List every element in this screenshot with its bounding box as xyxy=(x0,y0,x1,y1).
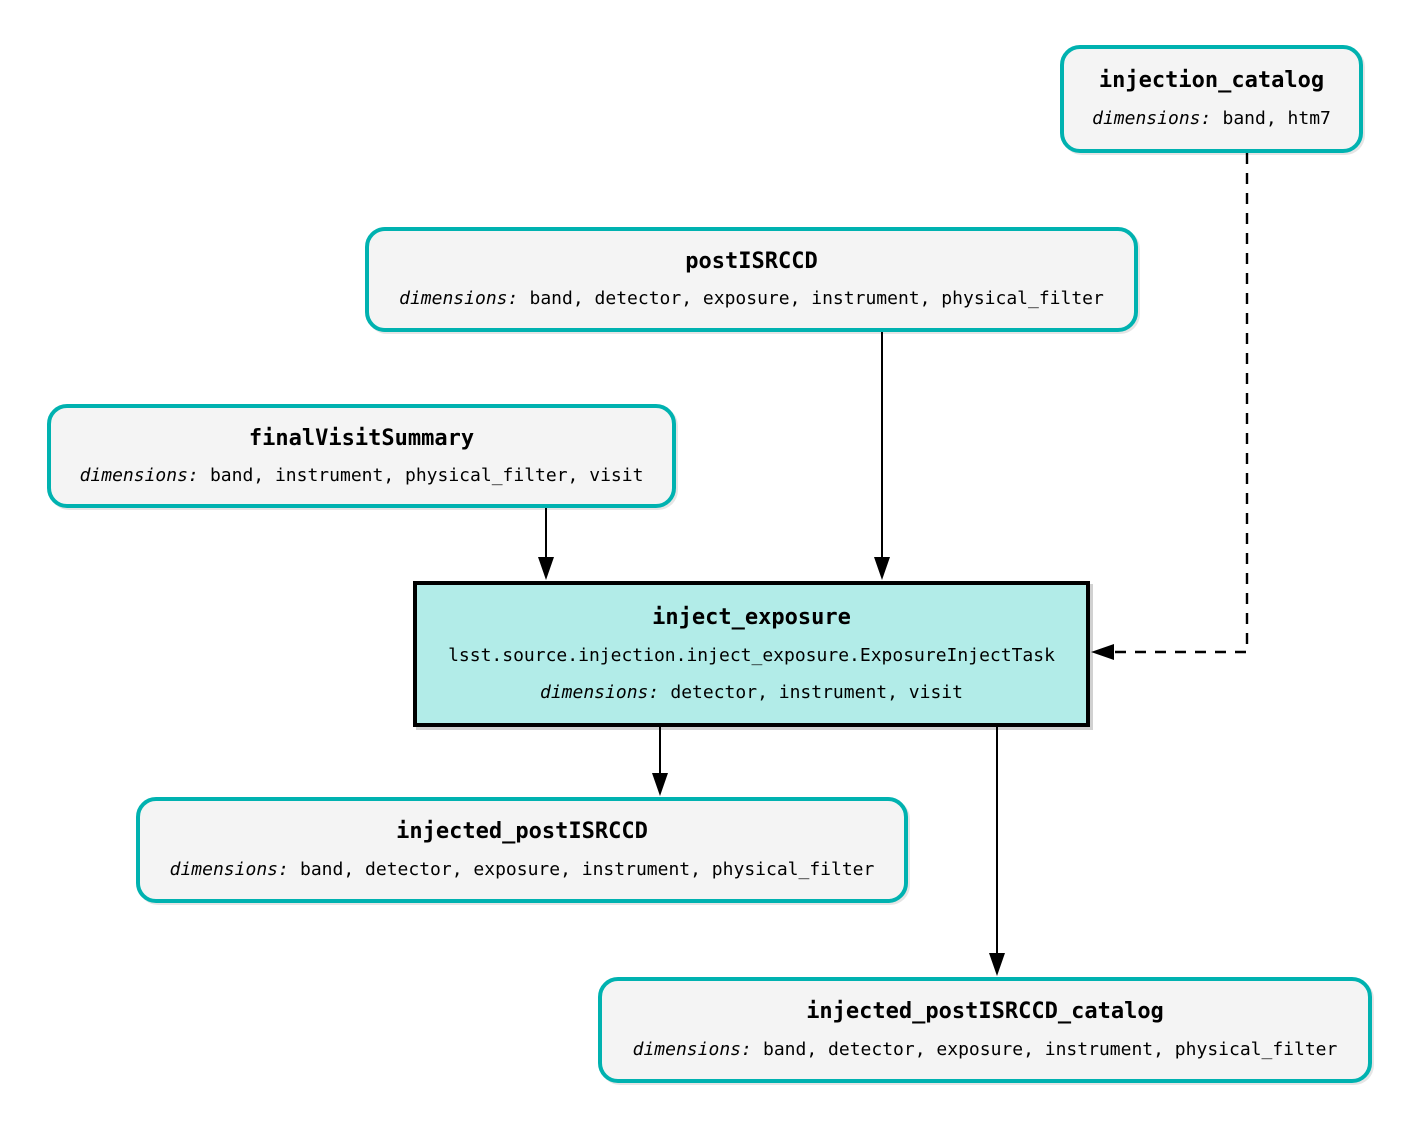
arrowhead-left-icon xyxy=(1091,644,1114,660)
node-finalvisitsummary: finalVisitSummary dimensions: band, instr… xyxy=(47,404,676,508)
node-dimensions: dimensions: band, htm7 xyxy=(1092,109,1331,129)
node-title: injection_catalog xyxy=(1098,68,1325,93)
node-title: postISRCCD xyxy=(685,249,818,274)
node-injection-catalog: injection_catalog dimensions: band, htm7 xyxy=(1060,45,1363,153)
task-class-path: lsst.source.injection.inject_exposure.Ex… xyxy=(448,645,1055,667)
edge-postisrccd-to-inject-exposure xyxy=(874,332,890,580)
dimensions-label: dimensions: xyxy=(540,681,660,703)
node-title: injected_postISRCCD_catalog xyxy=(806,999,1164,1025)
node-dimensions: dimensions: band, detector, exposure, ins… xyxy=(632,1038,1338,1060)
dimensions-label: dimensions: xyxy=(169,858,289,880)
arrowhead-down-icon xyxy=(874,557,890,580)
dimensions-label: dimensions: xyxy=(1092,108,1212,130)
node-dimensions: dimensions: band, instrument, physical_fi… xyxy=(79,464,644,486)
edge-inject-exposure-to-injected-postisrccd-catalog xyxy=(989,727,1005,976)
node-dimensions: dimensions: band, detector, exposure, ins… xyxy=(399,289,1104,309)
node-inject-exposure-task: inject_exposure lsst.source.injection.in… xyxy=(413,581,1090,727)
edge-line xyxy=(1114,153,1249,654)
dimensions-value: band, instrument, physical_filter, visit xyxy=(209,464,644,486)
dimensions-label: dimensions: xyxy=(632,1038,752,1060)
arrowhead-down-icon xyxy=(989,953,1005,976)
node-dimensions: dimensions: band, detector, exposure, ins… xyxy=(169,858,875,880)
node-title: inject_exposure xyxy=(652,604,851,630)
dimensions-value: band, detector, exposure, instrument, ph… xyxy=(300,858,875,880)
node-title: finalVisitSummary xyxy=(248,425,475,451)
edge-finalvisitsummary-to-inject-exposure xyxy=(538,508,554,580)
arrowhead-down-icon xyxy=(538,557,554,580)
arrowhead-down-icon xyxy=(652,773,668,796)
dimensions-value: band, detector, exposure, instrument, ph… xyxy=(763,1038,1338,1060)
node-injected-postisrccd-catalog: injected_postISRCCD_catalog dimensions: b… xyxy=(598,977,1372,1083)
node-title: injected_postISRCCD xyxy=(396,819,648,845)
edge-inject-exposure-to-injected-postisrccd xyxy=(652,727,668,796)
node-dimensions: dimensions: detector, instrument, visit xyxy=(540,681,963,703)
dimensions-value: band, detector, exposure, instrument, ph… xyxy=(529,288,1104,310)
node-postisrccd: postISRCCD dimensions: band, detector, ex… xyxy=(365,227,1138,332)
dimensions-label: dimensions: xyxy=(79,464,199,486)
dimensions-value: detector, instrument, visit xyxy=(670,681,963,703)
node-injected-postisrccd: injected_postISRCCD dimensions: band, det… xyxy=(136,797,908,903)
dimensions-value: band, htm7 xyxy=(1222,108,1331,130)
dimensions-label: dimensions: xyxy=(399,288,519,310)
